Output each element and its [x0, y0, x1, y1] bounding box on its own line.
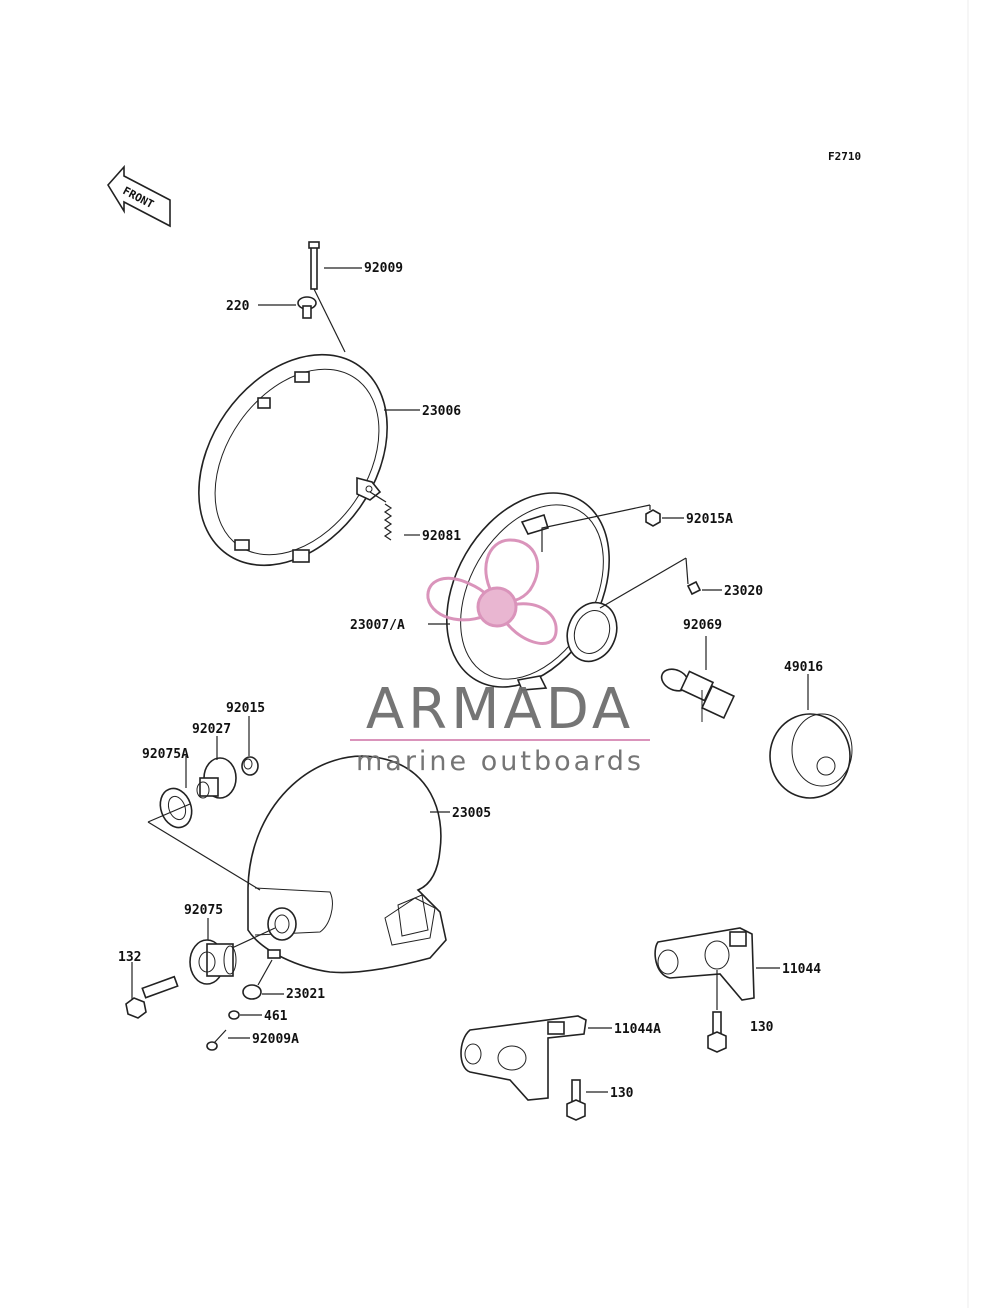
label-23007A: 23007/A	[350, 618, 405, 633]
watermark-tagline: marine outboards	[356, 746, 644, 777]
label-92081: 92081	[422, 529, 461, 544]
screw-92009	[308, 241, 346, 353]
label-92009A: 92009A	[252, 1032, 299, 1047]
grommet-92027	[196, 757, 237, 799]
label-461: 461	[264, 1009, 288, 1024]
label-11044A: 11044A	[614, 1022, 661, 1037]
bolt-130-lower	[566, 1079, 586, 1121]
screw-220	[297, 296, 317, 319]
label-23021: 23021	[286, 987, 325, 1002]
label-92009: 92009	[364, 261, 403, 276]
label-92075: 92075	[184, 903, 223, 918]
label-92015A: 92015A	[686, 512, 733, 527]
label-132: 132	[118, 950, 141, 965]
label-92075A: 92075A	[142, 747, 189, 762]
diagram-code: F2710	[828, 150, 861, 163]
watermark-brand: ARMADA	[366, 677, 634, 742]
grommet-92075	[189, 927, 276, 985]
label-49016: 49016	[784, 660, 823, 675]
armada-watermark: ARMADA marine outboards	[350, 538, 650, 777]
bulb-92069	[660, 668, 736, 722]
label-11044: 11044	[782, 962, 821, 977]
housing-23005	[147, 755, 447, 974]
label-92015: 92015	[226, 701, 265, 716]
nut-23021	[242, 959, 273, 1000]
nut-92015	[241, 756, 259, 776]
headlight-unit-23007A	[446, 492, 687, 691]
label-92069: 92069	[683, 618, 722, 633]
ring-92075A	[159, 787, 193, 829]
bracket-11044A	[460, 1015, 587, 1101]
label-23020: 23020	[724, 584, 763, 599]
label-23005: 23005	[452, 806, 491, 821]
label-92027: 92027	[192, 722, 231, 737]
headlight-rim-23006	[198, 353, 388, 567]
label-130-lower: 130	[610, 1086, 634, 1101]
propeller-logo-icon	[426, 538, 558, 645]
cap-49016	[769, 713, 853, 799]
spring-92081	[369, 491, 393, 541]
washer-461	[228, 1010, 240, 1020]
front-arrow-icon: FRONT	[107, 164, 171, 228]
label-130-upper: 130	[750, 1020, 774, 1035]
clip-23020	[685, 557, 702, 596]
nut-92015A	[645, 505, 661, 527]
bracket-11044	[654, 927, 755, 1001]
screw-92009A	[206, 1029, 227, 1051]
bolt-130-upper	[707, 970, 727, 1053]
bolt-132	[125, 962, 179, 1019]
label-220: 220	[226, 299, 250, 314]
label-23006: 23006	[422, 404, 461, 419]
